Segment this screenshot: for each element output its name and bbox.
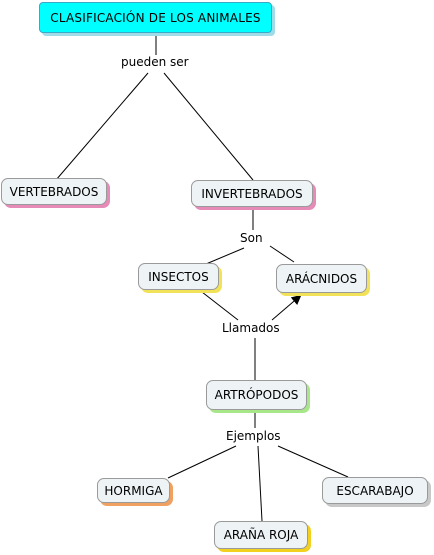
link-label-llamados: Llamados — [220, 321, 282, 335]
node-invertebrados[interactable]: INVERTEBRADOS — [191, 180, 313, 207]
link-label-son: Son — [238, 231, 265, 245]
node-vertebrados[interactable]: VERTEBRADOS — [1, 178, 107, 205]
line-insectos-to-llamados — [201, 291, 239, 321]
node-hormiga[interactable]: HORMIGA — [97, 478, 170, 503]
line-son-to-aracnidos — [269, 245, 295, 263]
line-son-to-insectos — [205, 247, 245, 265]
line-label-to-invertebrados — [163, 72, 254, 181]
node-arana-roja[interactable]: ARAÑA ROJA — [214, 521, 308, 549]
link-label-pueden-ser: pueden ser — [119, 55, 191, 69]
node-escarabajo[interactable]: ESCARABAJO — [322, 477, 428, 504]
link-label-ejemplos: Ejemplos — [224, 429, 283, 443]
node-artropodos[interactable]: ARTRÓPODOS — [206, 380, 307, 410]
node-insectos[interactable]: INSECTOS — [138, 263, 219, 290]
node-aracnidos[interactable]: ARÁCNIDOS — [276, 264, 367, 293]
line-ejemplos-to-hormiga — [167, 445, 237, 479]
line-label-to-vertebrados — [55, 72, 149, 181]
line-ejemplos-to-escarabajo — [277, 445, 349, 478]
line-ejemplos-to-arana — [257, 445, 263, 522]
line-llamados-to-aracnidos — [271, 294, 302, 321]
node-clasificacion[interactable]: CLASIFICACIÓN DE LOS ANIMALES — [39, 2, 272, 33]
